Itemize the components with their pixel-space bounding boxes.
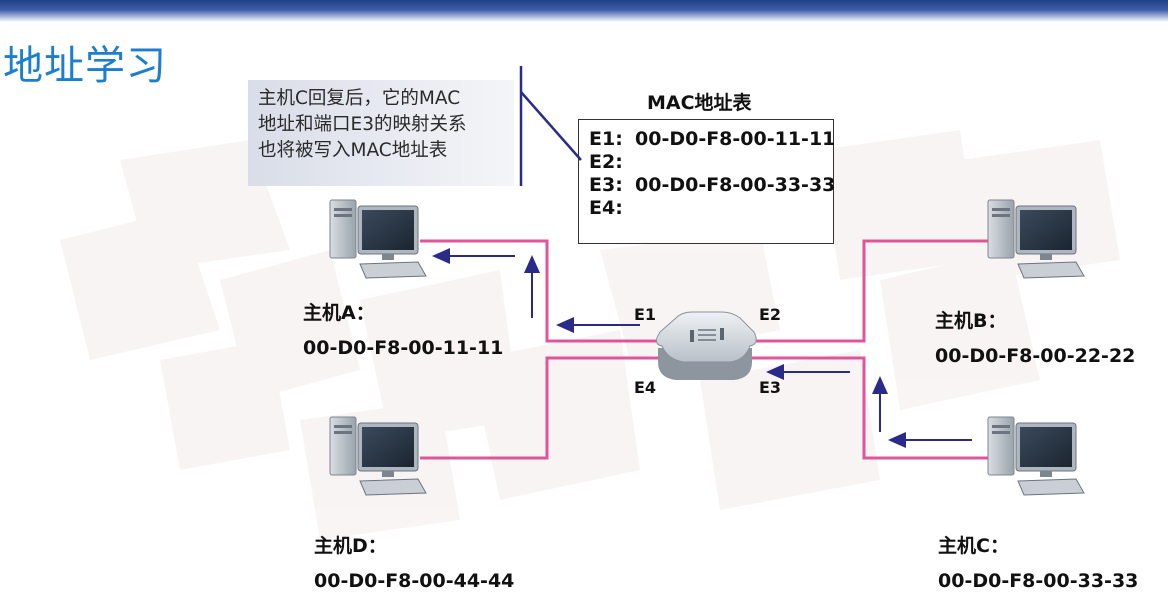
callout-line-2: 地址和端口E3的映射关系 [258, 114, 467, 135]
host-c-name: 主机C： [938, 535, 1009, 557]
host-d-name: 主机D： [314, 535, 387, 557]
callout-pointer [520, 91, 582, 161]
mac-row-port: E1: [589, 128, 623, 150]
host-b-name: 主机B： [935, 310, 1007, 332]
mac-row-address: 00-D0-F8-00-11-11 [635, 128, 836, 150]
port-label-e4: E4 [634, 378, 657, 397]
link-host-c-e3 [752, 356, 990, 460]
host-b-mac: 00-D0-F8-00-22-22 [935, 345, 1136, 367]
link-host-d-e4 [420, 356, 665, 460]
host-d-mac: 00-D0-F8-00-44-44 [314, 570, 515, 592]
host-a-mac: 00-D0-F8-00-11-11 [303, 337, 504, 359]
host-d-computer-icon [329, 416, 427, 496]
network-links [420, 239, 990, 460]
mac-table-row: E3: 00-D0-F8-00-33-33 [589, 174, 836, 197]
frame-flow-arrows [432, 248, 972, 448]
mac-row-address: 00-D0-F8-00-33-33 [635, 174, 836, 196]
header-bar [0, 0, 1168, 22]
mac-address-table: E1: 00-D0-F8-00-11-11 E2: E3: 00-D0-F8-00-… [578, 119, 836, 244]
host-b-computer-icon [987, 199, 1085, 279]
network-switch-icon [656, 311, 757, 380]
host-c-mac: 00-D0-F8-00-33-33 [938, 570, 1139, 592]
mac-row-port: E2: [589, 151, 623, 173]
port-label-e2: E2 [759, 305, 782, 324]
callout-box: 主机C回复后，它的MAC 地址和端口E3的映射关系 也将被写入MAC地址表 [248, 80, 514, 186]
port-label-e1: E1 [634, 305, 657, 324]
callout-line-1: 主机C回复后，它的MAC [258, 88, 461, 109]
mac-row-port: E3: [589, 174, 623, 196]
mac-table-row: E1: 00-D0-F8-00-11-11 [589, 128, 836, 151]
mac-row-port: E4: [589, 197, 623, 219]
mac-table-row: E2: [589, 151, 833, 174]
link-host-a-e1 [420, 239, 665, 343]
mac-table-title: MAC地址表 [647, 92, 752, 114]
link-host-b-e2 [752, 239, 990, 343]
host-a-computer-icon [329, 199, 427, 279]
port-label-e3: E3 [759, 378, 782, 397]
mac-table-row: E4: [589, 197, 833, 220]
host-c-computer-icon [987, 416, 1085, 496]
page-title: 地址学习 [3, 43, 167, 89]
host-a-name: 主机A： [303, 302, 375, 324]
callout-line-3: 也将被写入MAC地址表 [258, 140, 448, 161]
